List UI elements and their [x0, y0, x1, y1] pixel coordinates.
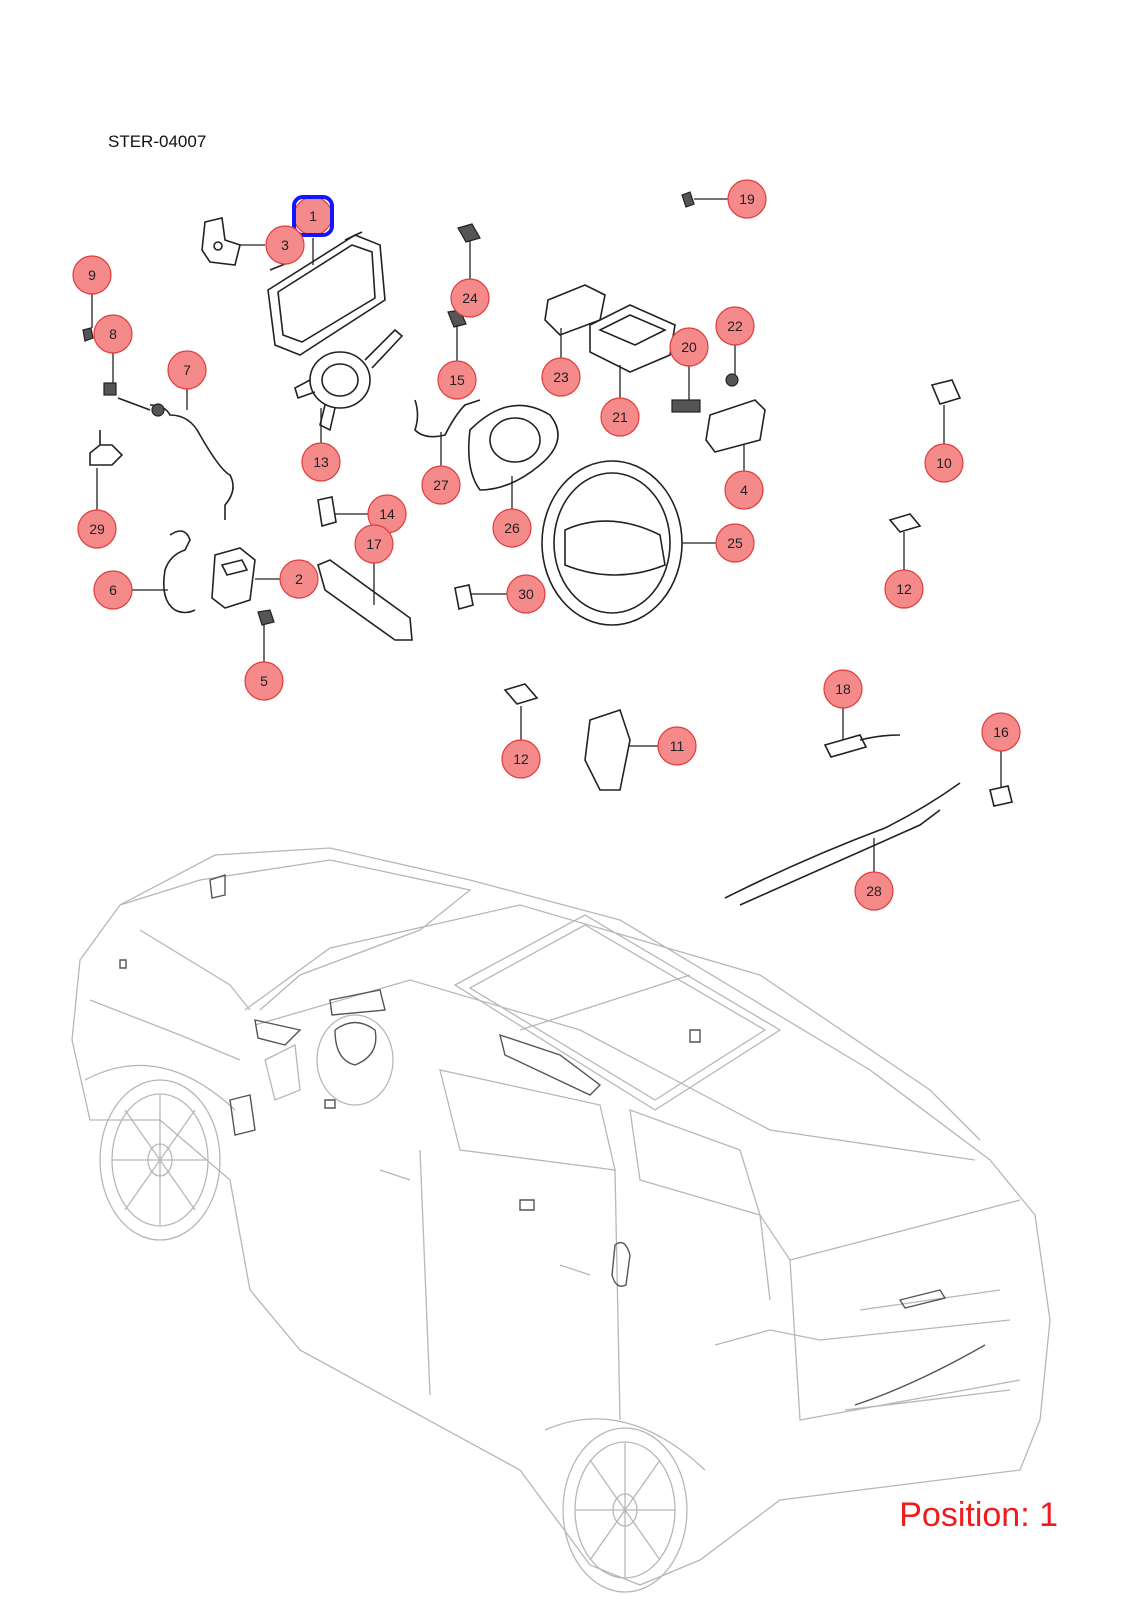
svg-text:11: 11 [670, 738, 685, 754]
callout-25[interactable]: 25 [682, 523, 755, 563]
part-control-module-2 [211, 547, 256, 609]
callout-20[interactable]: 20 [669, 327, 709, 400]
callout-5[interactable]: 5 [244, 625, 284, 701]
diagram-code: STER-04007 [108, 132, 207, 151]
callout-17[interactable]: 17 [354, 524, 394, 605]
svg-text:2: 2 [295, 571, 303, 587]
callout-26[interactable]: 26 [492, 476, 532, 548]
callout-15[interactable]: 15 [437, 325, 477, 400]
part-trim-17 [317, 559, 413, 641]
callout-19[interactable]: 19 [694, 179, 767, 219]
callout-4[interactable]: 4 [724, 445, 764, 510]
part-steering-wheel-25 [541, 460, 683, 626]
svg-text:7: 7 [183, 362, 191, 378]
svg-text:24: 24 [462, 290, 478, 306]
svg-text:17: 17 [366, 536, 382, 552]
callout-27[interactable]: 27 [421, 432, 461, 505]
callout-2[interactable]: 2 [255, 559, 319, 599]
part-switch-12b [503, 683, 539, 705]
callout-10[interactable]: 10 [924, 405, 964, 483]
part-switch-panel-4 [705, 399, 766, 453]
part-switch-12a [888, 513, 922, 533]
svg-text:20: 20 [681, 339, 697, 355]
selected-callout-highlight [292, 195, 334, 237]
svg-text:23: 23 [553, 369, 569, 385]
part-steering-cover-26 [467, 404, 559, 491]
svg-text:1: 1 [309, 208, 317, 224]
callout-24[interactable]: 24 [450, 240, 490, 318]
svg-text:12: 12 [513, 751, 529, 767]
svg-text:9: 9 [88, 267, 96, 283]
callout-14[interactable]: 14 [335, 494, 407, 534]
svg-text:3: 3 [281, 237, 289, 253]
part-sensor-16 [989, 785, 1013, 807]
part-combination-switch [294, 328, 404, 432]
position-label: Position: 1 [899, 1496, 1058, 1534]
part-sensor-9 [82, 327, 94, 342]
part-harness-28 [724, 782, 961, 906]
callout-11[interactable]: 11 [628, 726, 697, 766]
callout-21[interactable]: 21 [600, 365, 640, 437]
svg-text:25: 25 [727, 535, 743, 551]
callout-3[interactable]: 3 [240, 225, 305, 265]
svg-text:15: 15 [449, 372, 465, 388]
svg-text:13: 13 [313, 454, 329, 470]
callout-7[interactable]: 7 [167, 350, 207, 410]
part-module-23 [544, 284, 606, 336]
part-sensor-29 [89, 430, 124, 466]
svg-text:22: 22 [727, 318, 743, 334]
callout-16[interactable]: 16 [981, 712, 1021, 787]
svg-text:16: 16 [993, 724, 1009, 740]
part-switch-24 [457, 223, 481, 243]
svg-text:5: 5 [260, 673, 268, 689]
part-bracket-3 [201, 217, 241, 266]
svg-text:30: 30 [518, 586, 534, 602]
callout-28[interactable]: 28 [854, 838, 894, 911]
svg-text:29: 29 [89, 521, 105, 537]
part-clip-5 [257, 609, 275, 626]
callout-12-middle[interactable]: 12 [501, 706, 541, 779]
callout-22[interactable]: 22 [715, 306, 755, 375]
part-module-11 [584, 708, 631, 791]
callout-30[interactable]: 30 [470, 574, 546, 614]
part-harness-6 [162, 530, 196, 614]
part-switch-14 [317, 496, 337, 528]
svg-text:18: 18 [835, 681, 851, 697]
callout-29[interactable]: 29 [77, 468, 117, 549]
part-harness-7 [117, 397, 234, 520]
svg-text:19: 19 [739, 191, 755, 207]
callout-13[interactable]: 13 [301, 408, 341, 482]
part-switch-18 [823, 734, 901, 758]
svg-text:26: 26 [504, 520, 520, 536]
svg-text:12: 12 [896, 581, 912, 597]
part-connector-30 [454, 584, 474, 611]
svg-text:28: 28 [866, 883, 882, 899]
vehicle-outline [71, 847, 1051, 1593]
part-switch-10 [930, 379, 962, 405]
svg-text:27: 27 [433, 477, 449, 493]
part-plug-22 [725, 373, 739, 387]
part-grommet-8 [103, 382, 117, 396]
svg-text:8: 8 [109, 326, 117, 342]
callout-18[interactable]: 18 [823, 669, 863, 740]
callout-8[interactable]: 8 [93, 314, 133, 383]
callout-6[interactable]: 6 [93, 570, 168, 610]
svg-text:10: 10 [936, 455, 952, 471]
callout-23[interactable]: 23 [541, 328, 581, 397]
callout-12-right[interactable]: 12 [884, 532, 924, 609]
callout-9[interactable]: 9 [72, 255, 112, 328]
svg-text:14: 14 [379, 506, 395, 522]
part-harness-27 [414, 399, 481, 438]
part-switch-20 [671, 399, 701, 413]
svg-text:6: 6 [109, 582, 117, 598]
svg-text:21: 21 [612, 409, 628, 425]
part-console-21 [589, 304, 676, 373]
part-sensor-19 [681, 191, 695, 208]
svg-text:4: 4 [740, 482, 748, 498]
